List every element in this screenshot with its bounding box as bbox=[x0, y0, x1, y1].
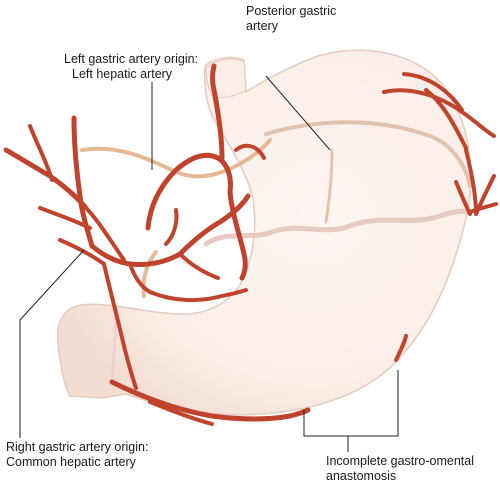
label-posterior-gastric-line1: Posterior gastric bbox=[246, 4, 337, 18]
leader-posterior-gastric bbox=[265, 75, 331, 151]
leader-gastro-omental bbox=[303, 370, 399, 437]
label-gastro-omental-line1: Incomplete gastro-omental bbox=[326, 454, 474, 468]
label-right-gastric-artery-origin: Right gastric artery origin: Common hepa… bbox=[6, 440, 148, 470]
left-hepatic-branch bbox=[80, 138, 272, 298]
posterior-vessels bbox=[110, 120, 472, 384]
label-posterior-gastric-artery: Posterior gastric artery bbox=[246, 4, 336, 34]
label-left-gastric-line1: Left gastric artery origin: bbox=[64, 52, 199, 66]
label-posterior-gastric-line2: artery bbox=[246, 19, 278, 33]
label-left-gastric-artery-origin: Left gastric artery origin: Left hepatic… bbox=[64, 52, 198, 82]
arteries bbox=[3, 63, 498, 426]
label-right-gastric-line2: Common hepatic artery bbox=[6, 455, 136, 469]
leader-lines bbox=[19, 75, 399, 452]
label-left-gastric-line2: Left hepatic artery bbox=[72, 67, 173, 81]
label-right-gastric-line1: Right gastric artery origin: bbox=[6, 440, 149, 454]
label-incomplete-gastro-omental-anastomosis: Incomplete gastro-omental anastomosis bbox=[326, 454, 474, 484]
label-gastro-omental-line2: anastomosis bbox=[326, 469, 397, 483]
leader-right-gastric bbox=[19, 249, 85, 438]
